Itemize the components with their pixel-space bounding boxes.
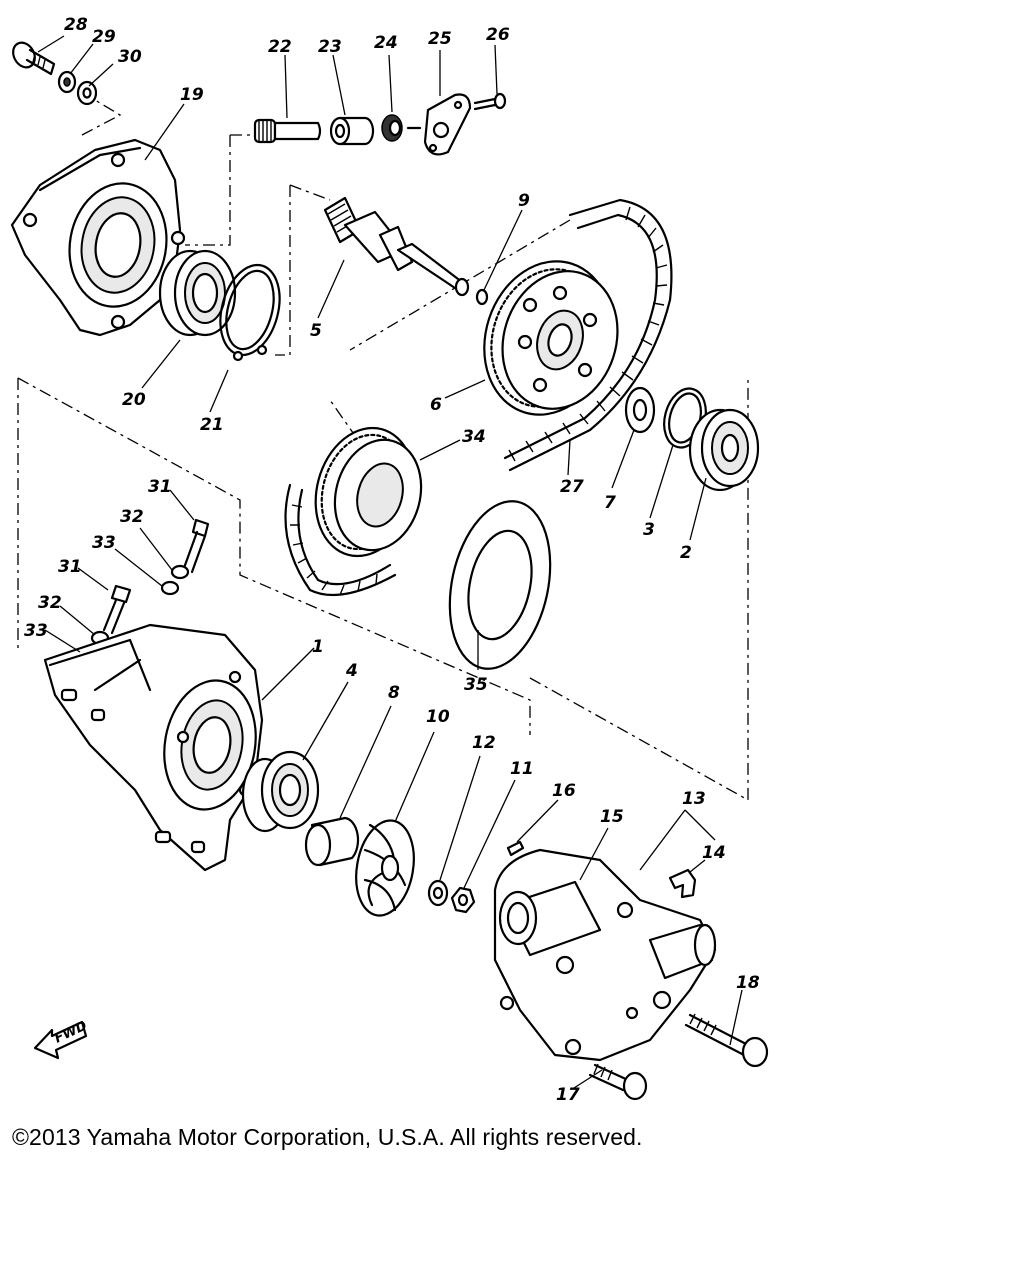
part-34-small-pulley xyxy=(314,426,423,558)
label-11: 11 xyxy=(510,759,534,779)
label-2: 2 xyxy=(680,543,692,563)
part-22-shaft xyxy=(253,118,322,144)
label-23: 23 xyxy=(318,37,342,57)
label-7: 7 xyxy=(604,493,616,513)
part-28-bolt xyxy=(12,41,56,76)
label-4: 4 xyxy=(345,661,358,681)
part-27-timing-belt xyxy=(284,198,673,597)
part-29-lock-washer xyxy=(57,70,77,94)
part-9-o-ring xyxy=(475,288,489,306)
part-20-bearing xyxy=(158,249,237,337)
part-17-bolt xyxy=(588,1063,648,1101)
label-34: 34 xyxy=(462,427,486,447)
label-12: 12 xyxy=(472,733,496,753)
label-1: 1 xyxy=(312,637,324,657)
part-number-labels: 28 29 30 19 22 23 24 25 26 9 5 6 20 21 3… xyxy=(24,15,760,1105)
label-31b: 31 xyxy=(58,557,82,577)
part-25-plate xyxy=(423,93,472,156)
part-23-bushing xyxy=(329,116,375,146)
part-32-washer-upper xyxy=(170,564,190,580)
part-1-pump-housing xyxy=(43,623,264,872)
part-21-circlip xyxy=(219,263,281,362)
label-26: 26 xyxy=(486,25,510,45)
part-30-washer xyxy=(76,80,98,106)
part-4-bearing xyxy=(241,750,320,833)
part-35-gasket xyxy=(448,500,552,670)
part-31-bolt-upper xyxy=(182,518,210,574)
label-30: 30 xyxy=(118,47,142,67)
part-19-housing-cover xyxy=(10,138,186,337)
label-18: 18 xyxy=(736,973,760,993)
label-10: 10 xyxy=(426,707,450,727)
label-6: 6 xyxy=(430,395,442,415)
label-28: 28 xyxy=(64,15,88,35)
label-13: 13 xyxy=(682,789,706,809)
label-15: 15 xyxy=(600,807,624,827)
label-25: 25 xyxy=(428,29,452,49)
label-31a: 31 xyxy=(148,477,172,497)
label-33a: 33 xyxy=(92,533,116,553)
label-3: 3 xyxy=(643,520,655,540)
part-7-washer xyxy=(624,386,656,434)
label-14: 14 xyxy=(702,843,726,863)
part-6-large-pulley xyxy=(483,260,619,416)
leader-lines xyxy=(37,35,743,1089)
label-8: 8 xyxy=(388,683,400,703)
part-31-bolt-lower xyxy=(102,584,132,635)
copyright-notice: ©2013 Yamaha Motor Corporation, U.S.A. A… xyxy=(12,1124,643,1150)
label-24: 24 xyxy=(374,33,398,53)
label-21: 21 xyxy=(200,415,224,435)
part-5-drive-gear-shaft xyxy=(323,196,470,297)
label-16: 16 xyxy=(552,781,576,801)
exploded-parts-diagram: FWD xyxy=(10,15,769,1105)
part-15-pump-cover xyxy=(493,848,717,1062)
part-12-washer xyxy=(427,879,449,907)
label-22: 22 xyxy=(268,37,292,57)
label-35: 35 xyxy=(464,675,488,695)
label-19: 19 xyxy=(180,85,204,105)
part-8-sleeve xyxy=(304,816,360,867)
label-29: 29 xyxy=(92,27,116,47)
part-11-nut xyxy=(450,886,476,914)
label-9: 9 xyxy=(518,191,530,211)
label-27: 27 xyxy=(560,477,584,497)
part-10-impeller xyxy=(355,819,415,917)
part-26-screw xyxy=(473,92,507,111)
part-18-bolt xyxy=(684,1013,769,1068)
label-32b: 32 xyxy=(38,593,62,613)
label-32a: 32 xyxy=(120,507,144,527)
part-33-washer-upper xyxy=(160,580,180,596)
label-33b: 33 xyxy=(24,621,48,641)
label-5: 5 xyxy=(310,321,322,341)
part-2-bearing xyxy=(688,408,760,492)
label-20: 20 xyxy=(122,390,146,410)
label-17: 17 xyxy=(556,1085,580,1105)
part-24-seal xyxy=(381,114,422,142)
part-16-dowel-pin xyxy=(506,840,525,857)
part-14-elbow-fitting xyxy=(668,868,697,899)
fwd-arrow-icon: FWD xyxy=(33,1019,90,1060)
